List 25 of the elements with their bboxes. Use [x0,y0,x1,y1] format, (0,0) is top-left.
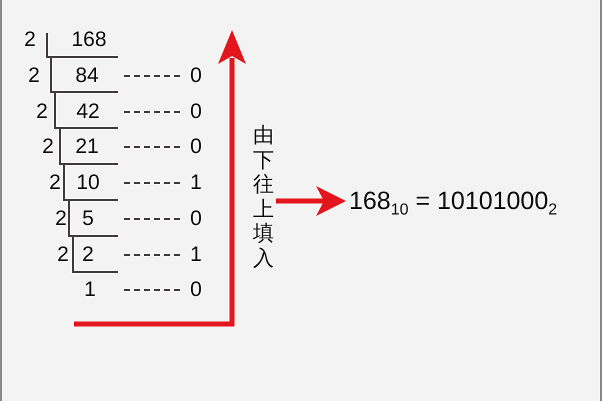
divisor-number: 2 [49,172,61,194]
instruction-text: 由下往上填入 [252,124,275,271]
quotient-number: 1 [84,279,96,301]
remainder-digit: 0 [190,136,202,158]
quotient-number: 84 [75,65,99,87]
remainder-digit: 0 [190,208,202,230]
remainder-digit: 1 [190,244,202,266]
quotient-number: 21 [75,136,99,158]
remainder-digit: 0 [190,101,202,123]
divisor-number: 2 [24,29,36,51]
quotient-number: 2 [82,244,94,266]
remainder-digit: 1 [190,172,202,194]
divisor-number: 2 [36,101,48,123]
quotient-number: 5 [82,208,94,230]
divisor-number: 2 [55,208,67,230]
divisor-number: 2 [28,65,40,87]
quotient-number: 42 [76,101,100,123]
divisor-number: 2 [57,244,69,266]
remainder-digit: 0 [190,65,202,87]
quotient-number: 10 [76,172,100,194]
result-equation: 168$_{10}$ = 10101000$_{2}$ [349,186,558,216]
remainder-digit: 0 [190,279,202,301]
divisor-number: 2 [42,136,54,158]
quotient-number: 168 [71,29,107,51]
arrow [276,186,346,216]
